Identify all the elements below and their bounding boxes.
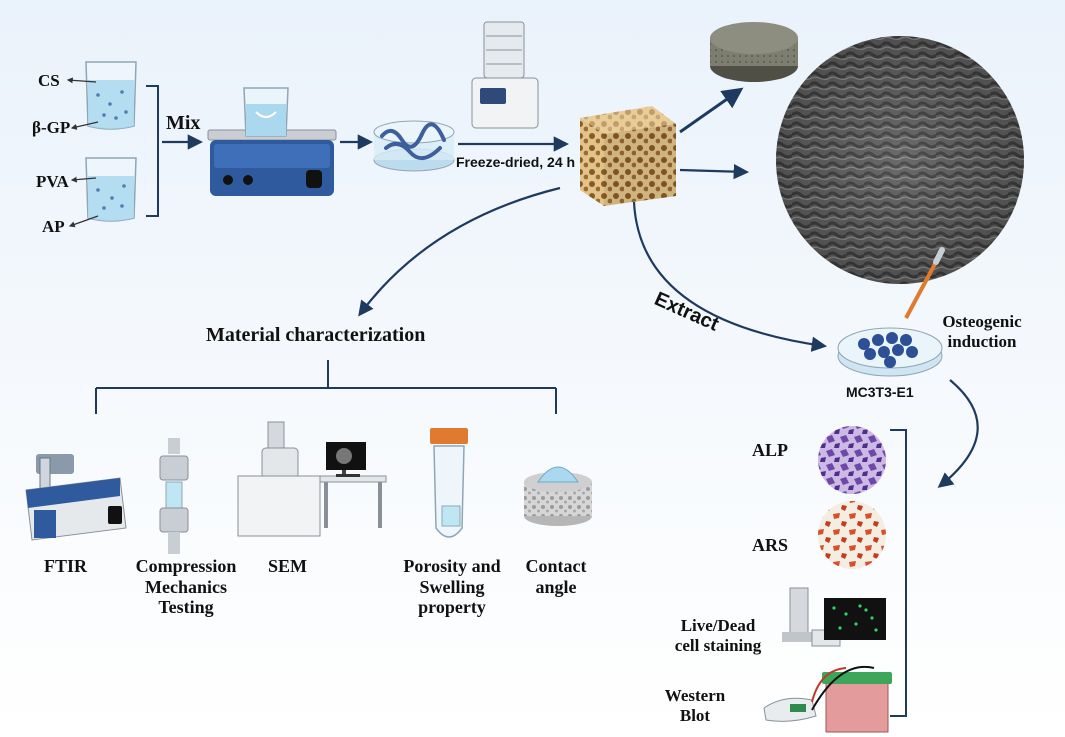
assay-western-line-1: Western [664, 686, 726, 705]
method-compression: Compression Mechanics Testing [124, 556, 248, 618]
assay-western-blot: Western Blot [652, 686, 738, 725]
method-contact-line-1: Contact [525, 556, 587, 576]
scaffold-to-disk-arrow [679, 87, 744, 134]
compression-tester [159, 438, 189, 554]
assay-alp: ALP [752, 440, 788, 460]
method-contact-angle: Contact angle [514, 556, 598, 597]
alp-stain-image [818, 426, 886, 494]
method-ftir: FTIR [44, 556, 88, 576]
ars-stain-image [818, 501, 886, 569]
assay-live-dead-line-1: Live/Dead [680, 616, 756, 635]
pipette [904, 247, 945, 319]
method-compression-line-2: Mechanics [145, 576, 227, 597]
ftir-instrument [25, 454, 127, 541]
label-osteogenic-line-1: Osteogenic [942, 312, 1022, 331]
label-mix: Mix [166, 112, 201, 134]
western-blot-setup [763, 665, 892, 733]
method-compression-line-3: Testing [158, 597, 214, 618]
beaker-pva-ap [85, 157, 137, 222]
assays-bracket [890, 429, 907, 717]
label-osteogenic-induction: Osteogenic induction [932, 312, 1032, 351]
method-porosity-line-3: property [418, 597, 486, 618]
assay-live-dead: Live/Dead cell staining [662, 616, 774, 655]
hydrogel-dish [373, 120, 455, 172]
characterization-title: Material characterization [206, 324, 426, 346]
method-porosity-line-1: Porosity and [403, 556, 501, 576]
sem-instrument [237, 421, 387, 537]
centrifuge-tube [430, 428, 468, 538]
method-sem: SEM [268, 556, 308, 576]
method-porosity: Porosity and Swelling property [392, 556, 512, 618]
sem-micrograph [776, 36, 1024, 284]
label-osteogenic-line-2: induction [947, 331, 1017, 351]
induction-to-assays-arrow [937, 379, 979, 488]
label-pva: PVA [36, 172, 69, 191]
magnetic-stirrer [207, 87, 337, 196]
microscope-setup [782, 587, 886, 647]
beaker-label-leaders [66, 77, 99, 228]
assay-ars: ARS [752, 535, 789, 555]
label-cell-line: MC3T3-E1 [846, 384, 914, 400]
to-characterization-arrow [358, 186, 561, 317]
method-porosity-line-2: Swelling [419, 576, 485, 597]
mix-bracket [146, 85, 159, 217]
scaffold-to-sem-arrow [679, 163, 750, 180]
assay-live-dead-line-2: cell staining [674, 635, 762, 655]
label-cs: CS [38, 71, 60, 90]
label-ap: AP [42, 217, 65, 236]
method-contact-line-2: angle [535, 576, 577, 597]
method-compression-line-1: Compression [135, 556, 237, 576]
freeze-dryer [471, 21, 539, 129]
label-freeze-dried: Freeze-dried, 24 h [456, 154, 576, 170]
label-bgp: β-GP [32, 118, 71, 137]
beaker-cs-bgp [85, 61, 137, 130]
contact-angle-sample [524, 466, 592, 526]
scaffold-disk [710, 22, 798, 82]
assay-western-line-2: Blot [679, 705, 711, 725]
porous-scaffold [580, 106, 676, 206]
extract-arrow [632, 201, 828, 352]
characterization-tree [95, 360, 557, 414]
cell-culture-dish [837, 327, 943, 377]
